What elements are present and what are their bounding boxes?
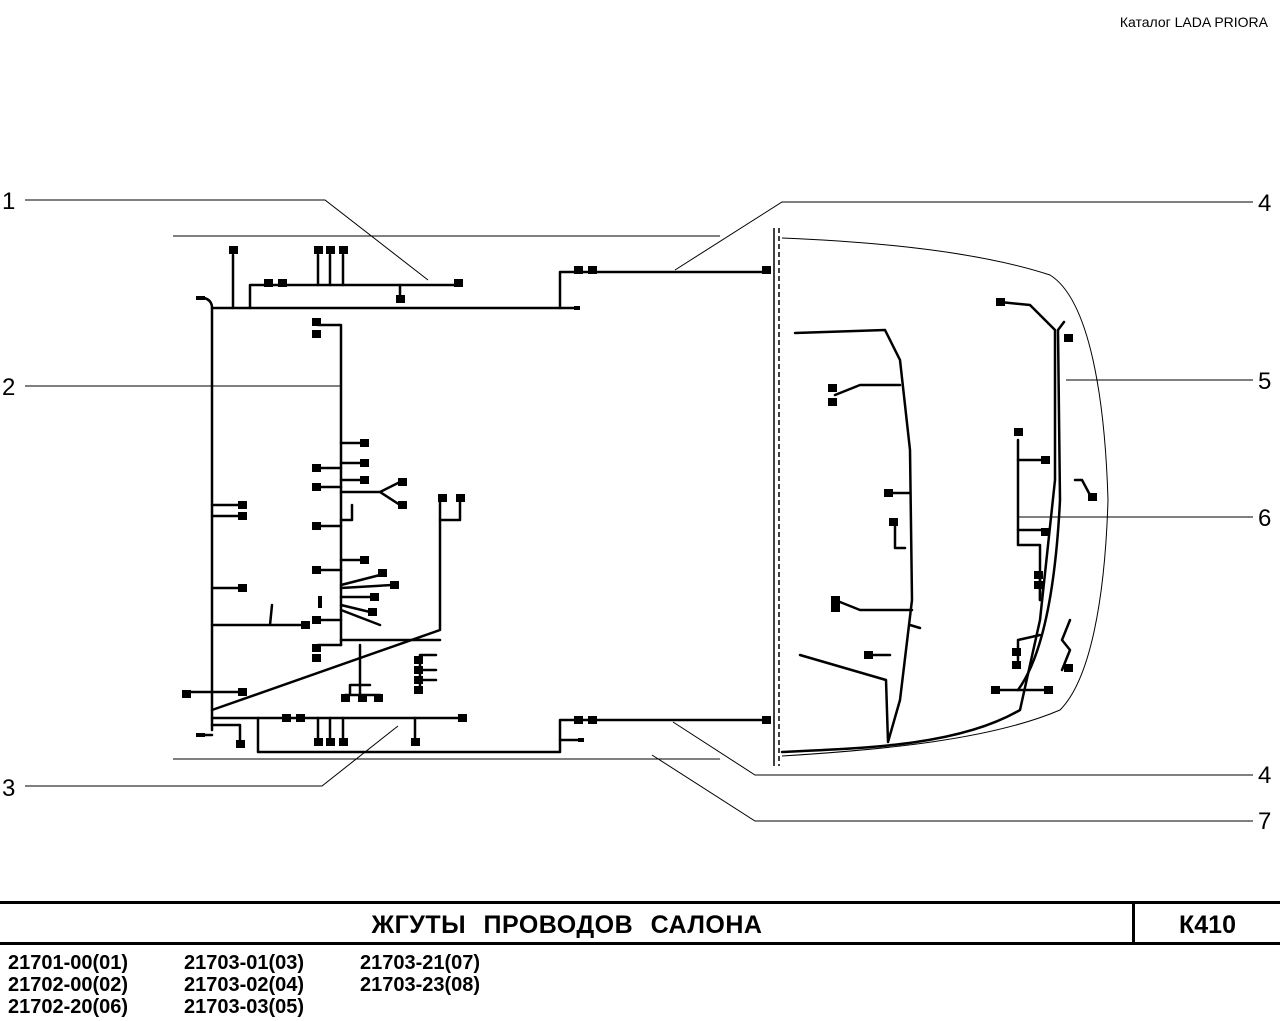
part-number: 21703-02(04)	[184, 974, 305, 996]
drawing-title: ЖГУТЫ ПРОВОДОВ САЛОНА	[371, 911, 763, 939]
part-number: 21703-21(07)	[360, 952, 481, 974]
callout-4-bottom: 4	[1258, 762, 1272, 789]
part-numbers-col-1: 21701-00(01) 21702-00(02) 21702-20(06)	[8, 952, 128, 1018]
title-divider	[1132, 904, 1135, 942]
catalog-label: Каталог LADA PRIORA	[1119, 14, 1268, 30]
callout-2: 2	[2, 374, 16, 401]
part-number: 21701-00(01)	[8, 952, 129, 974]
firewall-line	[773, 228, 780, 766]
part-numbers-col-2: 21703-01(03) 21703-02(04) 21703-03(05)	[184, 952, 304, 1018]
connectors	[182, 246, 1097, 748]
title-block: ЖГУТЫ ПРОВОДОВ САЛОНА К410	[0, 901, 1280, 945]
callout-3: 3	[2, 775, 16, 802]
callout-7: 7	[1258, 808, 1272, 835]
callout-5: 5	[1258, 368, 1272, 395]
callout-6: 6	[1258, 505, 1272, 532]
part-number: 21702-00(02)	[8, 974, 129, 996]
callout-1: 1	[2, 188, 16, 215]
harness-wires	[184, 253, 1092, 754]
car-body-outline	[173, 235, 1109, 760]
part-number: 21703-01(03)	[184, 952, 305, 974]
callout-4-top: 4	[1258, 190, 1272, 217]
part-number: 21703-03(05)	[184, 996, 305, 1018]
part-number: 21702-20(06)	[8, 996, 129, 1018]
drawing-code: К410	[1179, 911, 1236, 939]
part-numbers-col-3: 21703-21(07) 21703-23(08)	[360, 952, 480, 996]
wiring-harness-diagram	[25, 199, 1253, 822]
leader-lines	[25, 199, 1253, 822]
part-number: 21703-23(08)	[360, 974, 481, 996]
